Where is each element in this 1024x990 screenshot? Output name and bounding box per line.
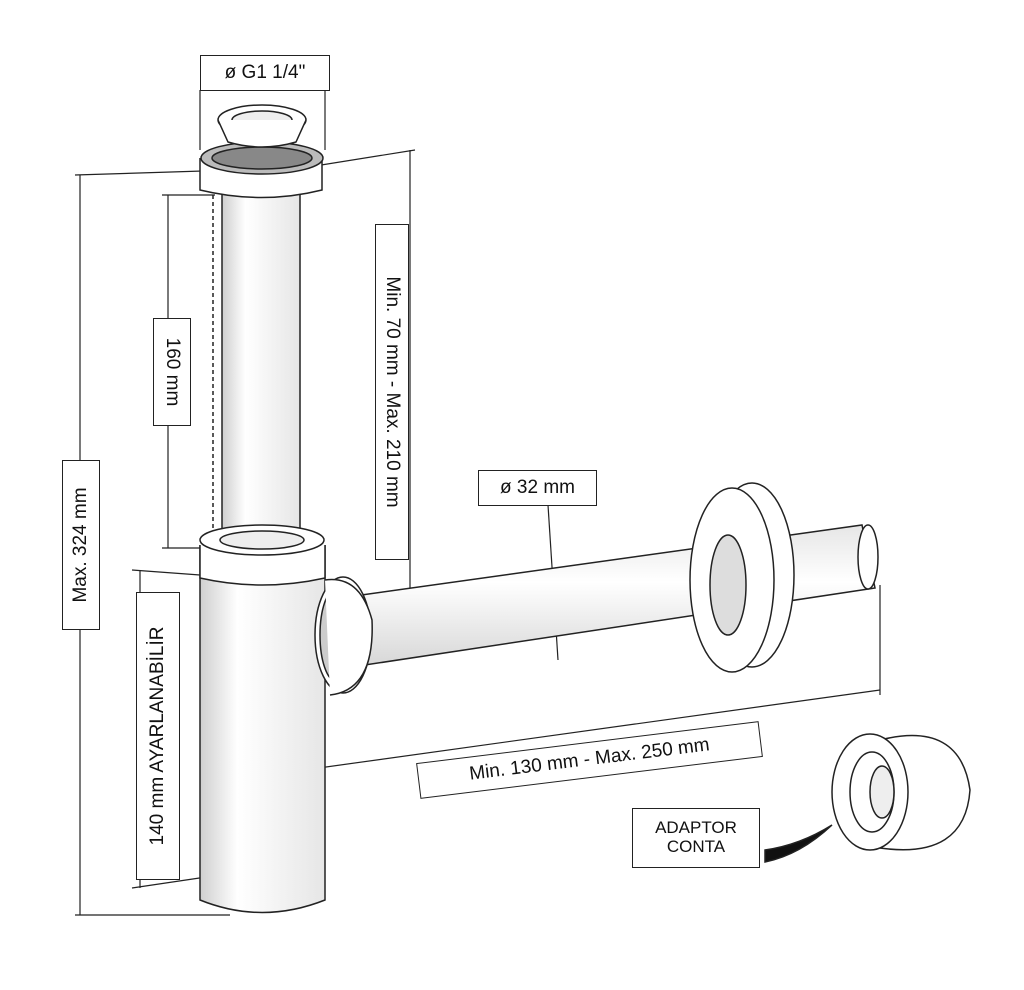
trap-body [199, 524, 326, 914]
wall-flange [689, 482, 795, 673]
inlet-height-range-label: Min. 70 mm - Max. 210 mm [375, 224, 409, 560]
adaptor-label-line1: ADAPTOR [655, 818, 737, 838]
adaptor-gasket [764, 733, 971, 863]
inlet-tube [199, 104, 324, 541]
max-height-label: Max. 324 mm [62, 460, 100, 630]
pipe-diameter-label: ø 32 mm [478, 470, 597, 506]
adaptor-label: ADAPTOR CONTA [632, 808, 760, 868]
adjustable-range-label: 140 mm AYARLANABİLİR [136, 592, 180, 880]
adaptor-label-line2: CONTA [666, 837, 726, 856]
inlet-diameter-label: ø G1 1/4" [200, 55, 330, 91]
tube-length-label: 160 mm [153, 318, 191, 426]
